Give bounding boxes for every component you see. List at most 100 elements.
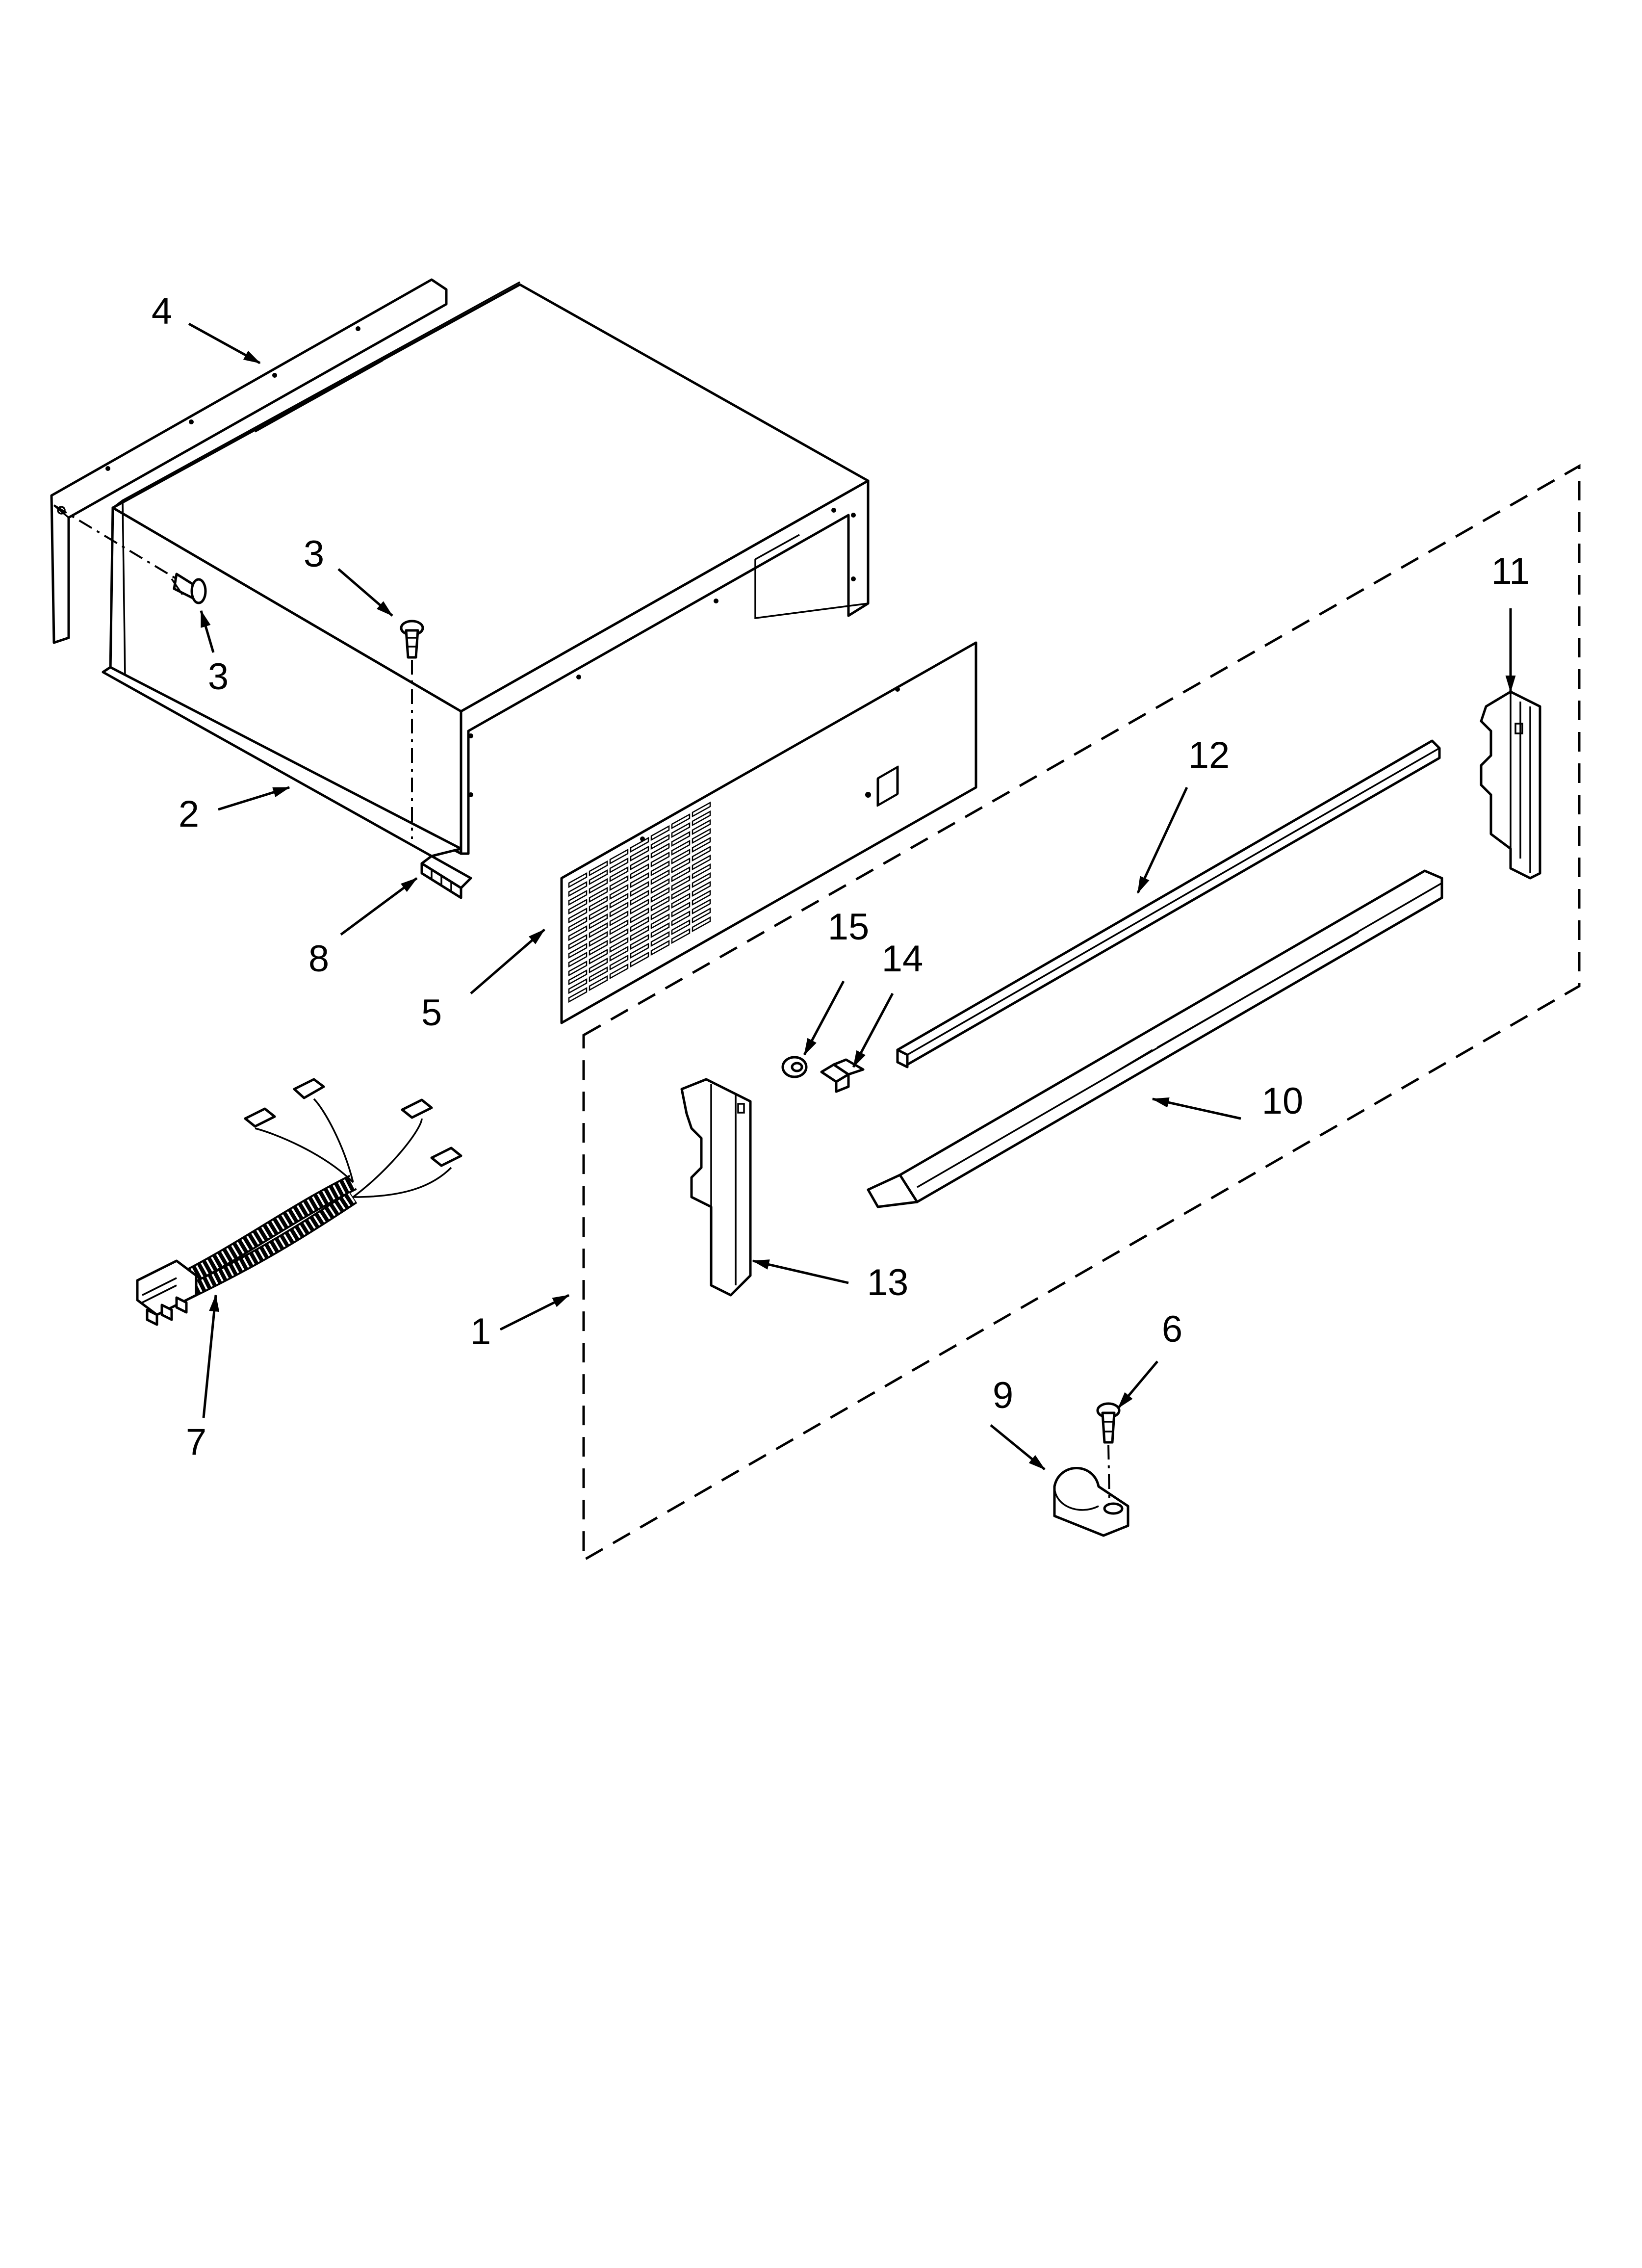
callout-5: 5 [421,992,442,1034]
leader-7 [202,1294,220,1418]
grille-slot [568,872,588,888]
grille-slot [671,875,691,891]
part-clamp [1053,1467,1129,1537]
grille-slot [568,951,588,968]
callout-6: 6 [1162,1308,1182,1350]
callout-12: 12 [1188,734,1230,776]
leader-9 [990,1424,1046,1470]
leader-lines [188,322,1516,1470]
grille-slot [568,925,588,941]
callout-13: 13 [867,1262,909,1303]
callout-7: 7 [186,1421,206,1463]
grille-slot [692,907,711,924]
grille-slot [589,860,608,877]
grille-slot [692,854,711,871]
grille-slot [589,869,608,886]
grille-slot [650,825,670,841]
grille-slot [630,872,649,888]
grille-slot [650,851,670,868]
grille-slot [650,931,670,947]
grille-slot [609,866,629,883]
callout-15: 15 [828,906,870,948]
part-cap [781,1056,808,1078]
grille-slot [568,960,588,977]
callout-4: 4 [152,290,172,332]
part-clip [420,855,472,899]
grille-slot [630,942,649,959]
callout-8: 8 [308,938,329,980]
grille-slot [671,928,691,944]
grille-slot [568,987,588,1003]
grille-slot [692,810,711,827]
leader-3-top [337,568,393,617]
grille-slot [692,872,711,888]
leader-5 [470,929,545,994]
leader-2 [218,786,290,811]
grille-slot [568,978,588,994]
grille-slot [671,813,691,830]
grille-slot [692,801,711,818]
callout-11: 11 [1491,550,1530,592]
part-screw-clamp [1096,1402,1121,1502]
part-kit-outline [582,464,1581,1563]
grille-slot [589,931,608,947]
leader-14 [852,992,894,1068]
grille-slot [568,916,588,933]
grille-slot [630,889,649,906]
part-left-bracket [680,1078,752,1297]
leader-3-left [200,610,215,653]
grille-slot [671,822,691,838]
grille-slot [671,910,691,927]
grille-slot [671,839,691,856]
grille-slot [609,901,629,918]
grille-slot [650,878,670,894]
grille-slot [630,916,649,933]
grille-slot [609,954,629,971]
grille-slot [630,907,649,924]
grille-slot [589,895,608,912]
grille-slot [589,948,608,965]
callout-14: 14 [882,938,924,980]
grille-slot [671,848,691,865]
leader-8 [340,877,418,936]
grille-slot [609,857,629,874]
grille-slot [650,939,670,956]
grille-slot [568,969,588,986]
grille-slot [589,966,608,983]
leader-15 [803,980,845,1056]
grille-slot [568,881,588,897]
callout-labels: 12 11 10 13 15 14 4 3 3 2 8 5 1 7 6 9 [152,290,1530,1463]
grille-slot [671,831,691,847]
grille-slot [630,854,649,871]
grille-slot [568,942,588,959]
leader-10 [1152,1097,1241,1120]
callout-3-top: 3 [304,533,324,575]
grille-slot [609,928,629,944]
leader-6 [1117,1360,1158,1409]
grille-slot [568,898,588,915]
grille-slot [692,836,711,853]
grille-slot [589,939,608,956]
grille-slot [609,963,629,980]
leader-12 [1136,786,1188,894]
grille-slot [692,828,711,844]
grille-slot [589,957,608,974]
grille-slot [650,922,670,938]
grille-slot [630,881,649,897]
grille-slot [650,913,670,930]
grille-slot [609,945,629,962]
grille-slot [609,892,629,909]
part-wire-harness [136,1078,462,1326]
grille-slot [609,910,629,927]
part-pin [820,1058,865,1093]
leader-4 [188,322,261,365]
part-right-bracket [1480,690,1541,880]
grille-slot [650,895,670,912]
grille-slot [589,878,608,894]
grille-slot [650,842,670,859]
grille-slot [609,919,629,936]
grille-slot [609,937,629,953]
callout-9: 9 [993,1375,1013,1416]
